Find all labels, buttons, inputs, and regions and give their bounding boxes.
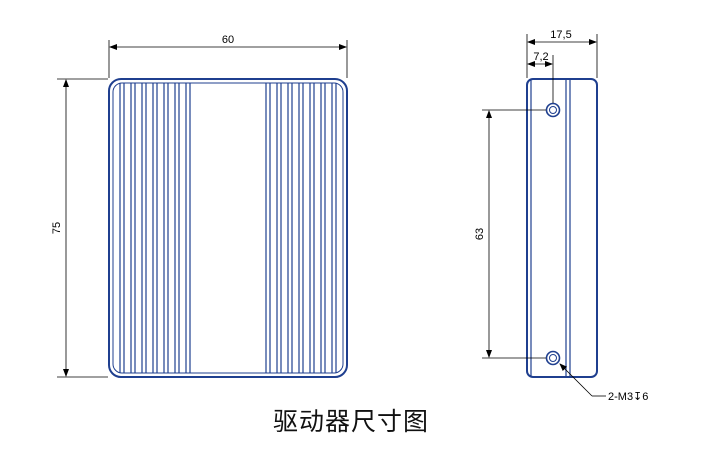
side-view: 17,5 7,2 63 2-M3↧6 [474,29,648,403]
housing-outline [108,78,348,378]
side-housing-edges [530,80,571,376]
depth-dimension-label: 17,5 [550,29,571,41]
height-dimension [57,78,108,378]
hole-callout-leader [559,363,606,397]
width-dimension-label: 60 [222,34,234,46]
housing-inner-outline [112,82,344,374]
depth-dimension [526,34,598,78]
hole-callout-label: 2-M3↧6 [608,391,648,403]
mounting-hole-bottom [545,350,561,366]
left-heatsink-fins [119,83,191,373]
side-housing-outline [526,78,598,378]
drawing-caption: 驱动器尺寸图 [272,407,429,436]
front-view: 60 75 [51,34,348,378]
height-dimension-label: 75 [51,222,63,234]
hole-offset-dimension [527,55,554,103]
right-heatsink-fins [265,83,337,373]
mounting-hole-top [545,102,561,118]
hole-spacing-dimension-label: 63 [474,228,486,240]
width-dimension [108,40,348,78]
hole-spacing-dimension [482,109,546,359]
hole-offset-dimension-label: 7,2 [533,51,548,63]
